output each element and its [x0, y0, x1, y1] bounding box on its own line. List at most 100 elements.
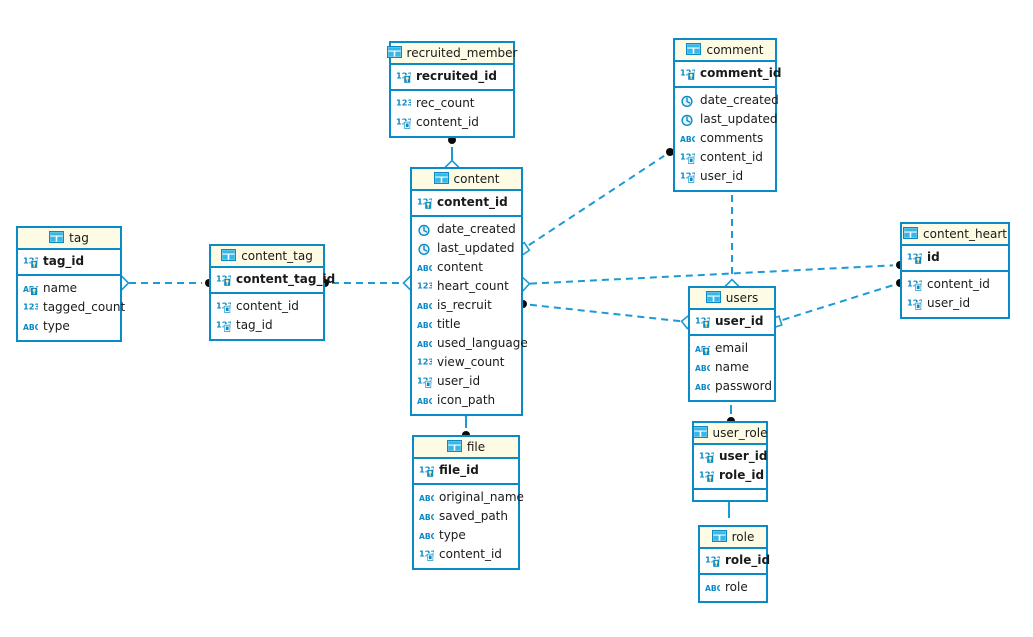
- primary-key-section: 123comment_id: [675, 62, 782, 88]
- column-row: 123file_id: [414, 461, 518, 480]
- column-row: 123content_tag_id: [211, 270, 335, 289]
- entity-table-content[interactable]: content123content_iddate_createdlast_upd…: [410, 167, 528, 416]
- column-section: ABCoriginal_nameABCsaved_pathABCtype123c…: [414, 485, 524, 568]
- column-row: 123content_id: [414, 545, 518, 564]
- column-label: role_id: [725, 553, 771, 567]
- column-label: rec_count: [416, 96, 475, 110]
- entity-name: user_role: [712, 426, 768, 440]
- entity-table-file[interactable]: file123file_idABCoriginal_nameABCsaved_p…: [412, 435, 524, 570]
- entity-table-user_role[interactable]: user_role123user_id123role_id: [692, 421, 768, 502]
- column-row: last_updated: [675, 110, 778, 129]
- column-row: 123user_id: [902, 294, 1008, 313]
- svg-text:123: 123: [680, 170, 695, 180]
- column-label: content: [437, 260, 483, 274]
- column-label: tag_id: [236, 318, 273, 332]
- primary-key-number-icon: 123: [907, 251, 922, 265]
- column-label: used_language: [437, 336, 528, 350]
- svg-text:ABC: ABC: [419, 494, 434, 503]
- column-label: comments: [700, 131, 764, 145]
- svg-text:123: 123: [419, 548, 434, 558]
- primary-key-section: 123user_id: [690, 310, 774, 336]
- entity-name: role: [731, 530, 755, 544]
- text-icon: ABC: [695, 361, 710, 375]
- primary-key-section: 123file_id: [414, 459, 518, 485]
- svg-text:ABC: ABC: [419, 532, 434, 541]
- svg-text:123: 123: [699, 450, 714, 460]
- svg-text:123: 123: [907, 297, 922, 307]
- svg-text:123: 123: [417, 375, 432, 385]
- primary-key-section: 123user_id123role_id: [694, 445, 767, 490]
- text-icon: ABC: [695, 380, 710, 394]
- column-label: tagged_count: [43, 300, 126, 314]
- column-section: 123 content_id 123user_id: [902, 272, 1008, 317]
- svg-text:123: 123: [419, 464, 434, 474]
- entity-header-user_role: user_role: [692, 423, 768, 445]
- svg-text:123: 123: [705, 554, 720, 564]
- svg-text:123: 123: [396, 97, 411, 107]
- foreign-key-number-icon: 123: [907, 297, 922, 311]
- entity-table-users[interactable]: users123user_idABCemailABCnameABCpasswor…: [688, 286, 776, 402]
- column-label: content_id: [927, 277, 990, 291]
- column-label: role_id: [719, 468, 765, 482]
- column-label: icon_path: [437, 393, 496, 407]
- svg-text:123: 123: [417, 280, 432, 290]
- column-row: date_created: [675, 91, 779, 110]
- column-label: last_updated: [437, 241, 515, 255]
- primary-key-number-icon: 123: [699, 469, 714, 483]
- primary-key-section: 123 id: [902, 246, 1008, 272]
- column-label: content_id: [700, 150, 763, 164]
- column-label: content_id: [416, 115, 479, 129]
- entity-table-content_tag[interactable]: content_tag123content_tag_id123content_i…: [209, 244, 335, 341]
- entity-header-content_tag: content_tag: [211, 246, 323, 268]
- relationship-line-users-content_heart: [782, 284, 894, 321]
- foreign-key-number-icon: 123: [417, 375, 432, 389]
- text-icon: ABC: [417, 261, 432, 275]
- column-label: email: [715, 341, 749, 355]
- column-section: 123content_id123tag_id: [211, 294, 323, 339]
- svg-text:ABC: ABC: [705, 584, 720, 593]
- column-row: ABCemail: [690, 339, 774, 358]
- column-label: user_id: [700, 169, 744, 183]
- entity-name: users: [725, 291, 759, 305]
- svg-text:123: 123: [907, 251, 922, 261]
- column-row: 123 user_id: [412, 372, 521, 391]
- svg-text:ABC: ABC: [417, 397, 432, 406]
- column-label: comment_id: [700, 66, 782, 80]
- primary-key-section: 123 role_id: [700, 549, 770, 575]
- text-icon: ABC: [417, 394, 432, 408]
- entity-name: tag: [69, 231, 89, 245]
- foreign-key-number-icon: 123: [396, 116, 411, 130]
- primary-key-number-icon: 123: [699, 450, 714, 464]
- svg-text:ABC: ABC: [695, 383, 710, 392]
- column-label: user_id: [437, 374, 481, 388]
- table-grid-icon: [692, 425, 708, 441]
- text-icon: ABC: [419, 510, 434, 524]
- column-row: 123 role_id: [700, 551, 770, 570]
- column-label: id: [927, 250, 940, 264]
- svg-text:ABC: ABC: [417, 302, 432, 311]
- text-icon: ABC: [417, 318, 432, 332]
- entity-table-recruited_member[interactable]: recruited_member123recruited_id123rec_co…: [386, 41, 517, 138]
- entity-table-tag[interactable]: tag123tag_idABCname123tagged_countABCtyp…: [16, 226, 126, 342]
- table-grid-icon: [433, 171, 449, 187]
- unique-text-icon: ABC: [23, 282, 38, 296]
- column-label: tag_id: [43, 254, 85, 268]
- column-row: 123content_id: [675, 148, 775, 167]
- foreign-key-number-icon: 123: [216, 300, 231, 314]
- primary-key-section: 123recruited_id: [391, 65, 513, 91]
- entity-table-content_heart[interactable]: content_heart123id123content_id123user_i…: [900, 222, 1010, 319]
- column-label: password: [715, 379, 772, 393]
- column-label: last_updated: [700, 112, 778, 126]
- entity-table-comment[interactable]: comment123comment_iddate_createdlast_upd…: [673, 38, 782, 192]
- column-label: title: [437, 317, 461, 331]
